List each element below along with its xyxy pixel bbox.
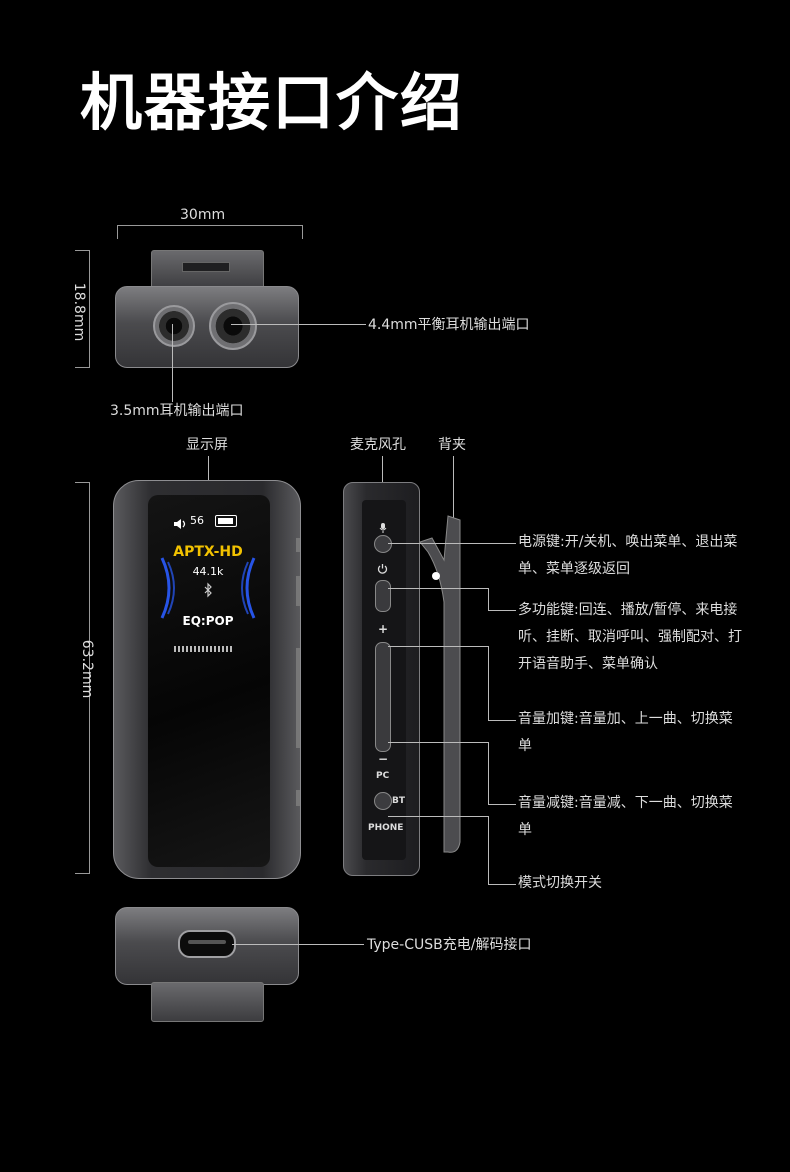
top-clip-slot [182,262,230,272]
front-side-bump [296,648,300,748]
height-tick-front2 [75,873,90,874]
feature-mode: 模式切换开关 [518,875,602,891]
typec-label: Type-CUSB充电/解码接口 [367,937,532,953]
page-title: 机器接口介绍 [80,66,465,139]
port-44-label: 4.4mm平衡耳机输出端口 [368,317,530,333]
battery-icon [215,515,237,527]
callout-voldown-v [488,742,489,804]
callout-volup-h [388,646,488,647]
height-tick-top1 [75,250,90,251]
callout-multi-end [488,610,516,611]
jack-44-port [209,302,257,350]
mic-label: 麦克风孔 [350,437,406,453]
multi-function-button[interactable] [375,580,391,612]
speaker-icon [173,515,189,529]
callout-mode-end [488,884,516,885]
typec-port [178,930,236,958]
minus-marking: − [378,752,389,766]
callout-multi-v [488,588,489,610]
callout-voldown-h [388,742,488,743]
power-button[interactable] [374,535,392,553]
bluetooth-icon [201,582,215,598]
clip-callout-line [453,456,454,520]
callout-mode-h [388,816,488,817]
port-35-label: 3.5mm耳机输出端口 [110,403,244,419]
bt-marking: BT [392,796,405,806]
codec-text: APTX-HD [173,544,243,560]
display-screen [148,495,270,867]
feature-multi: 多功能键:回连、播放/暂停、来电接听、挂断、取消呼叫、强制配对、打开语音助手、菜… [518,602,742,672]
phone-marking: PHONE [368,823,404,833]
callout-mode-v [488,816,489,884]
height-dimension-label-top: 18.8mm [71,282,88,342]
width-dimension-label: 30mm [180,207,226,223]
display-label: 显示屏 [186,437,228,453]
mode-switch[interactable] [374,792,392,810]
height-dimension-line-front [89,482,90,874]
callout-volup-end [488,720,516,721]
plus-marking: + [378,622,389,636]
volume-rocker[interactable] [375,642,391,752]
clip-label: 背夹 [438,437,466,453]
front-side-bump [296,576,300,606]
front-side-bump [296,538,300,552]
bottom-clip [151,982,264,1022]
top-view-body [115,286,299,368]
callout-power [388,543,516,544]
height-dimension-label-front: 63.2mm [79,639,96,699]
eq-text: EQ:POP [182,614,234,628]
pc-marking: PC [376,771,390,781]
back-clip [419,515,461,853]
callout-44-line [231,324,366,325]
jack-35-port [153,305,195,347]
height-dimension-line-top [89,250,90,368]
level-meter [174,646,232,652]
callout-multi-h [388,588,488,589]
feature-power: 电源键:开/关机、唤出菜单、退出菜单、菜单逐级返回 [518,534,738,577]
eq-wave-graphic [160,557,256,619]
height-tick-front1 [75,482,90,483]
callout-voldown-end [488,804,516,805]
front-side-bump [296,790,300,806]
sample-rate: 44.1k [192,565,224,578]
width-tick-left [117,225,118,239]
feature-vol-up: 音量加键:音量加、上一曲、切换菜单 [518,711,733,754]
feature-vol-down: 音量减键:音量减、下一曲、切换菜单 [518,795,733,838]
width-dimension-line [117,225,303,226]
callout-volup-v [488,646,489,720]
volume-value: 56 [190,514,204,527]
height-tick-top2 [75,367,90,368]
callout-typec-line [232,944,364,945]
callout-35-line [172,324,173,402]
power-icon [377,559,388,574]
mic-icon [379,518,387,533]
width-tick-right [302,225,303,239]
